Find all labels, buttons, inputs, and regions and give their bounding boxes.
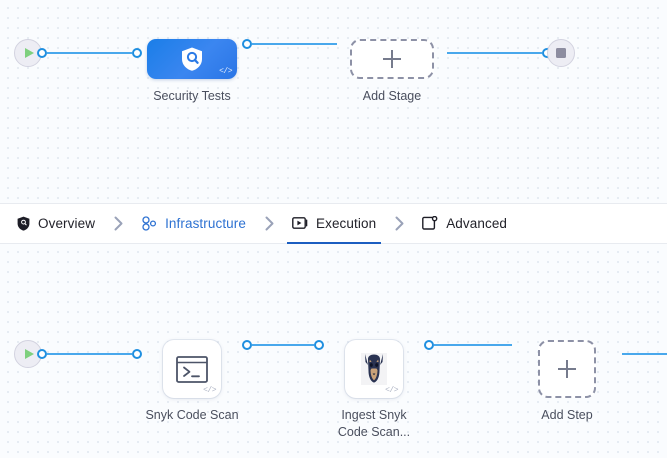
start-node-group: [14, 340, 142, 368]
connector-dot[interactable]: [132, 48, 142, 58]
play-icon: [24, 349, 34, 359]
step-to-add-link-group: [424, 340, 512, 350]
pipeline-tabbar[interactable]: Overview Infrastructure: [0, 203, 667, 245]
connector-dot[interactable]: [132, 349, 142, 359]
chevron-right-icon: [249, 216, 289, 231]
pipeline-end-node[interactable]: [547, 39, 575, 67]
add-step-node[interactable]: Add Step: [512, 340, 622, 424]
tab-execution[interactable]: Execution: [286, 204, 382, 245]
start-node-group: [14, 39, 142, 67]
shield-icon: [17, 216, 30, 231]
step-node-label: Ingest Snyk Code Scan...: [337, 408, 411, 439]
tab-execution-label: Execution: [316, 216, 377, 231]
chevron-right-icon: [379, 216, 419, 231]
tab-advanced-label: Advanced: [446, 216, 508, 231]
connector-dot[interactable]: [242, 39, 252, 49]
stage-to-add-link-group: [242, 39, 337, 49]
code-badge: </>: [385, 386, 398, 395]
add-stage-label: Add Stage: [362, 89, 422, 103]
connector-link: [47, 52, 132, 54]
connector-link: [434, 344, 512, 346]
plus-icon: [383, 50, 401, 68]
add-to-end-link-group: [447, 39, 575, 67]
terminal-icon: [176, 355, 208, 383]
connector-dot[interactable]: [242, 340, 252, 350]
code-badge: </>: [219, 67, 232, 76]
tab-infrastructure[interactable]: Infrastructure: [138, 204, 249, 244]
code-badge: </>: [203, 386, 216, 395]
connector-dot[interactable]: [314, 340, 324, 350]
add-step-button[interactable]: [538, 340, 596, 398]
step-link-group: [242, 340, 324, 350]
step-canvas[interactable]: </> Snyk Code Scan: [0, 244, 667, 458]
square-gear-icon: [422, 216, 438, 231]
add-step-label: Add Step: [541, 408, 593, 422]
add-stage-node[interactable]: Add Stage: [337, 39, 447, 105]
connector-dot[interactable]: [424, 340, 434, 350]
tab-advanced[interactable]: Advanced: [419, 204, 510, 244]
stage-pipeline-row: </> Security Tests Add Stage: [14, 39, 575, 105]
step-node-snyk-code-scan[interactable]: </> Snyk Code Scan: [137, 340, 247, 424]
stage-node-body[interactable]: </>: [147, 39, 237, 79]
connector-dot[interactable]: [37, 349, 47, 359]
add-to-end-link-group: [622, 340, 667, 368]
step-node-body[interactable]: </>: [345, 340, 403, 398]
stop-icon: [556, 48, 566, 58]
snyk-doberman-icon: [361, 353, 387, 385]
connector-link: [252, 43, 337, 45]
step-node-ingest-snyk[interactable]: </> Ingest Snyk Code Scan...: [319, 340, 429, 441]
shield-search-icon: [182, 47, 202, 71]
tab-overview[interactable]: Overview: [14, 204, 98, 244]
connector-dot[interactable]: [37, 48, 47, 58]
add-stage-button[interactable]: [350, 39, 434, 79]
plus-icon: [558, 360, 576, 378]
step-node-body[interactable]: </>: [163, 340, 221, 398]
stage-node-label: Security Tests: [153, 89, 231, 103]
connector-link: [47, 353, 132, 355]
tab-infrastructure-label: Infrastructure: [165, 216, 246, 231]
play-box-icon: [292, 216, 308, 231]
play-icon: [24, 48, 34, 58]
stage-node-security-tests[interactable]: </> Security Tests: [137, 39, 247, 105]
nodes-cluster-icon: [141, 215, 157, 232]
connector-link: [252, 344, 314, 346]
step-node-label: Snyk Code Scan: [145, 408, 239, 422]
connector-link: [622, 353, 667, 355]
chevron-right-icon: [98, 216, 138, 231]
stage-canvas[interactable]: </> Security Tests Add Stage: [0, 0, 667, 203]
connector-link: [447, 52, 542, 54]
step-pipeline-row: </> Snyk Code Scan: [14, 340, 667, 441]
tab-overview-label: Overview: [38, 216, 96, 231]
